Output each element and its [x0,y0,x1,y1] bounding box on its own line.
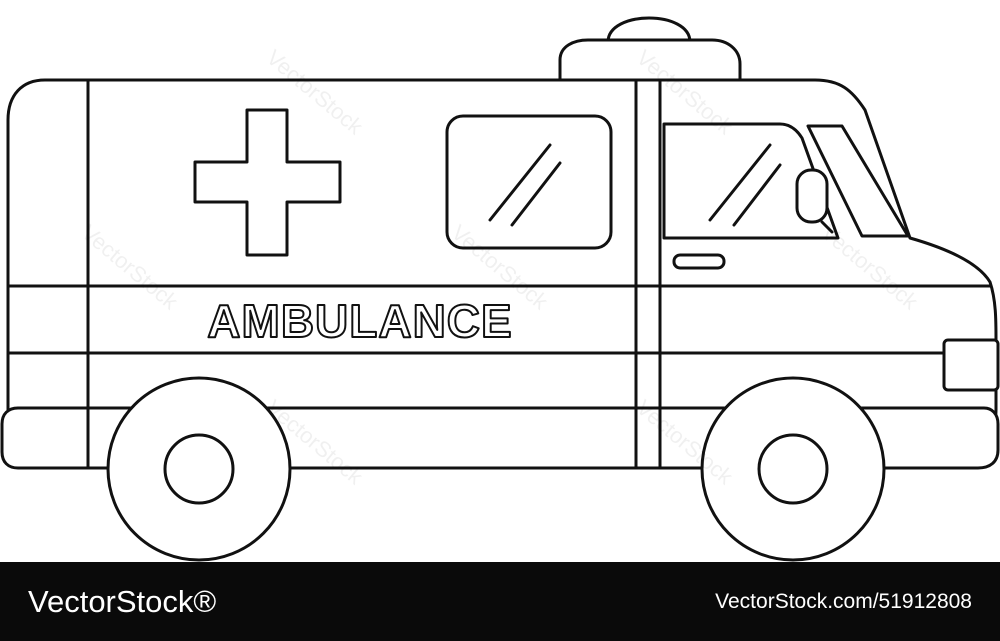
front-wheel [700,376,886,562]
side-mirror [795,168,829,224]
cab-window [662,122,840,240]
footer-credit-link[interactable]: VectorStock.com/51912808 [715,589,972,613]
ambulance-illustration: AMBULANCE [0,16,1000,562]
door-handle [672,253,726,270]
siren-light [558,16,742,82]
medical-cross-icon [193,108,342,257]
rear-wheel [106,376,292,562]
footer-bar: VectorStock® VectorStock.com/51912808 [0,562,1000,641]
footer-brand[interactable]: VectorStock® [28,583,217,619]
side-window [445,114,613,250]
windshield [806,124,910,238]
ambulance-label: AMBULANCE [207,295,512,347]
headlight [942,338,1000,392]
